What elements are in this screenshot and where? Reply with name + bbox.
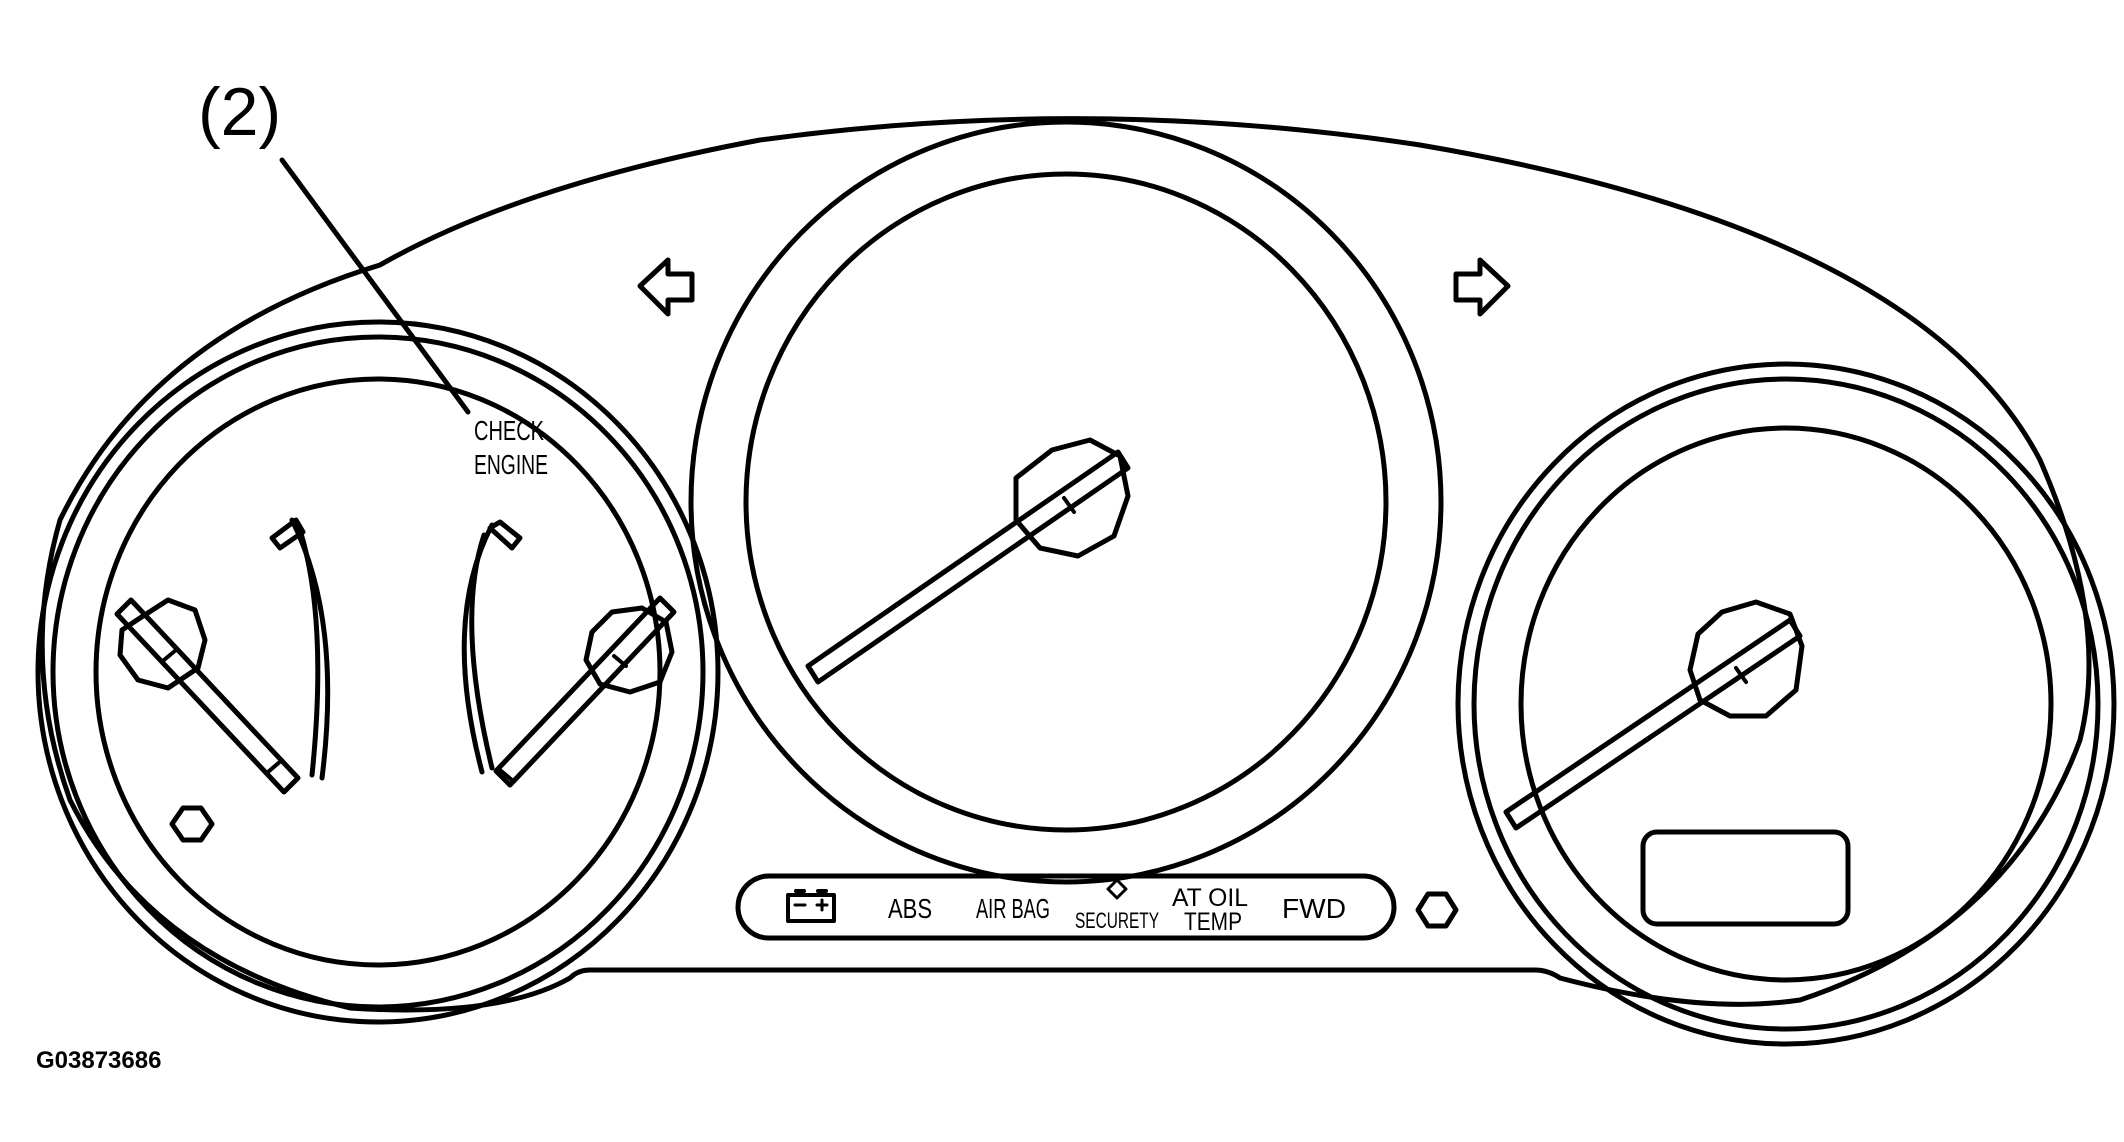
arrow-right-icon [1453, 257, 1511, 317]
left-gauge: CHECK ENGINE [35, 319, 721, 1025]
at-oil-temp-line1: AT OIL [1172, 884, 1248, 912]
hexagon-knob-icon [169, 805, 215, 843]
fwd-indicator: FWD [1282, 893, 1346, 924]
hexagon-knob-icon [1415, 891, 1459, 929]
right-subgauge [461, 519, 677, 788]
callout-label: (2) [198, 74, 281, 150]
odometer-display [1640, 829, 1851, 927]
check-engine-line2: ENGINE [474, 449, 548, 480]
diamond-icon [1106, 878, 1128, 900]
abs-indicator: ABS [888, 893, 932, 924]
airbag-indicator: AIR BAG [976, 893, 1050, 924]
right-gauge [1455, 361, 2117, 1047]
callout-2: (2) [198, 74, 471, 415]
indicator-strip: ABS AIR BAG SECURETY AT OIL TEMP FWD [735, 873, 1397, 941]
security-indicator: SECURETY [1075, 908, 1159, 933]
battery-icon [786, 889, 836, 923]
figure-id: G03873686 [36, 1047, 161, 1074]
at-oil-temp-line2: TEMP [1184, 908, 1242, 936]
left-subgauge [114, 517, 331, 795]
check-engine-line1: CHECK [474, 415, 544, 446]
center-gauge [688, 119, 1444, 885]
arrow-left-icon [637, 257, 695, 317]
